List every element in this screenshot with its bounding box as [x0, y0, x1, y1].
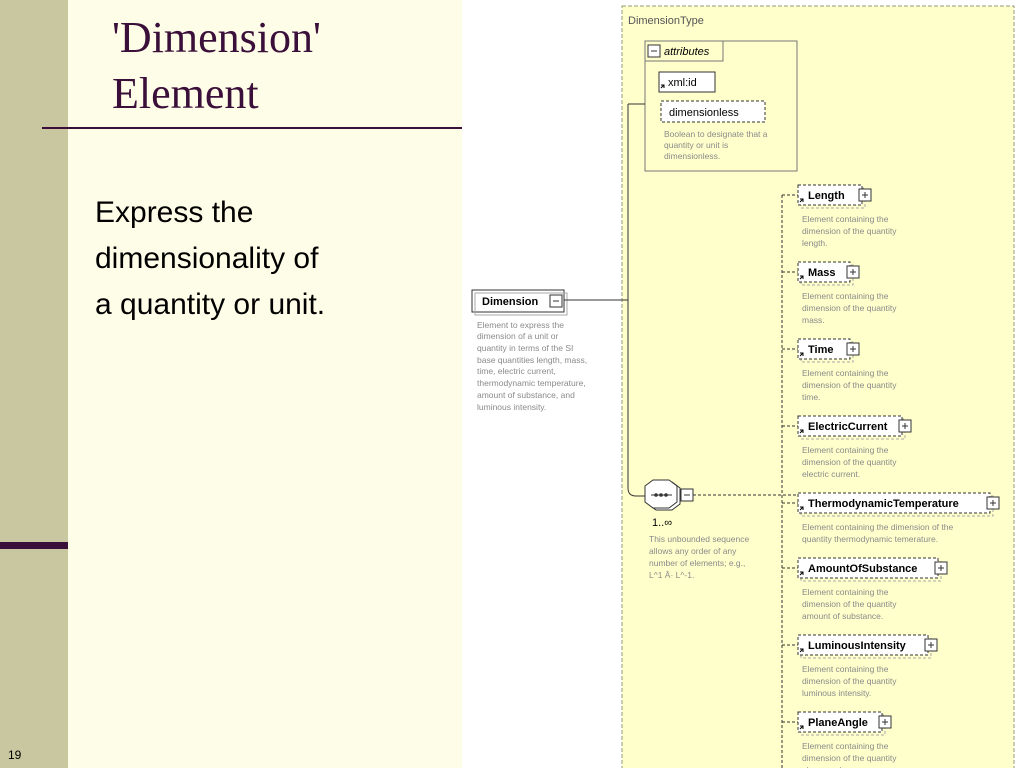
element-label-electriccurrent: ElectricCurrent [808, 421, 888, 433]
dimension-element-shadow [474, 292, 568, 316]
xml-id-label: xml:id [668, 77, 697, 89]
ref-icon-time [799, 352, 804, 357]
expand-plus-length [862, 192, 868, 198]
body-line-2: dimensionality of [95, 242, 319, 275]
element-label-planeangle: PlaneAngle [808, 717, 868, 729]
ref-icon-thermodynamictemperature [799, 506, 804, 511]
dimension-desc-8: luminous intensity. [477, 402, 546, 412]
dimension-desc-2: dimension of a unit or [477, 331, 558, 341]
title-line-2: Element [112, 69, 259, 118]
root-branch-line [627, 104, 645, 497]
sequence-dot-1 [654, 493, 658, 497]
expand-plus-luminousintensity [928, 642, 934, 648]
expand-plus-thermodynamictemperature [990, 500, 996, 506]
element-length[interactable] [797, 184, 863, 206]
ref-icon-planeangle [799, 725, 804, 730]
element-label-thermodynamictemperature: ThermodynamicTemperature [808, 498, 959, 510]
element-desc-planeangle-1: Element containing the [802, 741, 889, 751]
body-line-3: a quantity or unit. [95, 288, 326, 321]
dimension-desc-1: Element to express the [477, 320, 564, 330]
element-desc-mass-3: mass. [802, 315, 825, 325]
element-desc-length-3: length. [802, 238, 828, 248]
xml-id-attribute[interactable] [658, 71, 716, 93]
element-desc-mass-2: dimension of the quantity [802, 303, 897, 313]
element-desc-planeangle-2: dimension of the quantity [802, 753, 897, 763]
element-electriccurrent[interactable] [797, 415, 903, 437]
element-desc-mass-1: Element containing the [802, 291, 889, 301]
dimension-type-label: DimensionType [628, 15, 704, 27]
dimension-desc-5: time, electric current, [477, 366, 556, 376]
element-label-length: Length [808, 190, 845, 202]
title-underline [42, 127, 464, 129]
element-label-mass: Mass [808, 267, 836, 279]
element-desc-luminousintensity-2: dimension of the quantity [802, 676, 897, 686]
sequence-desc-2: allows any order of any [649, 546, 737, 556]
element-desc-length-2: dimension of the quantity [802, 226, 897, 236]
expand-plus-amountofsubstance [938, 565, 944, 571]
sequence-desc-3: number of elements; e.g., [649, 558, 745, 568]
dimension-desc-4: base quantities length, mass, [477, 355, 587, 365]
element-planeangle[interactable] [797, 711, 883, 733]
sequence-dot-3 [664, 493, 668, 497]
element-desc-length-1: Element containing the [802, 214, 889, 224]
dimensionless-label: dimensionless [669, 107, 739, 119]
element-desc-planeangle-3: plane angle. [802, 765, 848, 768]
xml-id-ref-icon [660, 84, 665, 89]
title-line-1: 'Dimension' [112, 13, 321, 62]
dimensionless-desc-3: dimensionless. [664, 151, 720, 161]
sidebar-accent-bar [0, 542, 68, 549]
slide-body-text: Express the dimensionality of a quantity… [95, 190, 435, 328]
dimension-desc-3: quantity in terms of the SI [477, 343, 573, 353]
page-number: 19 [8, 748, 22, 762]
element-desc-thermodynamictemperature-2: quantity thermodynamic temerature. [802, 534, 938, 544]
dimension-element[interactable] [471, 289, 565, 313]
ref-icon-luminousintensity [799, 648, 804, 653]
dimensionless-desc-2: quantity or unit is [664, 140, 728, 150]
dimension-label: Dimension [482, 296, 539, 308]
element-desc-luminousintensity-3: luminous intensity. [802, 688, 871, 698]
element-desc-time-3: time. [802, 392, 820, 402]
expand-plus-mass [850, 269, 856, 275]
ref-icon-electriccurrent [799, 429, 804, 434]
element-desc-luminousintensity-1: Element containing the [802, 664, 889, 674]
element-desc-amountofsubstance-3: amount of substance. [802, 611, 883, 621]
dimension-desc-6: thermodynamic temperature, [477, 378, 586, 388]
element-desc-time-1: Element containing the [802, 368, 889, 378]
ref-icon-mass [799, 275, 804, 280]
attributes-label: attributes [664, 46, 710, 58]
element-label-luminousintensity: LuminousIntensity [808, 640, 907, 652]
sequence-desc-4: L^1 Â· L^-1. [649, 570, 694, 580]
element-label-amountofsubstance: AmountOfSubstance [808, 563, 917, 575]
element-desc-electriccurrent-2: dimension of the quantity [802, 457, 897, 467]
dimension-desc-7: amount of substance, and [477, 390, 575, 400]
element-desc-electriccurrent-1: Element containing the [802, 445, 889, 455]
element-desc-electriccurrent-3: electric current. [802, 469, 860, 479]
schema-diagram: DimensionType attributes xml:id dimensio… [471, 5, 1015, 768]
expand-plus-electriccurrent [902, 423, 908, 429]
element-desc-time-2: dimension of the quantity [802, 380, 897, 390]
element-desc-thermodynamictemperature-1: Element containing the dimension of the [802, 522, 953, 532]
ref-icon-amountofsubstance [799, 571, 804, 576]
attributes-tab [644, 40, 724, 62]
slide-title: 'Dimension' Element [112, 10, 462, 122]
sequence-desc-1: This unbounded sequence [649, 534, 749, 544]
body-line-1: Express the [95, 196, 254, 229]
dimensionless-attribute[interactable] [660, 100, 766, 123]
element-desc-amountofsubstance-1: Element containing the [802, 587, 889, 597]
expand-plus-time [850, 346, 856, 352]
expand-plus-planeangle [882, 719, 888, 725]
sequence-dot-2 [659, 493, 663, 497]
slide-sidebar [0, 0, 68, 768]
element-label-time: Time [808, 344, 833, 356]
schema-diagram-panel: DimensionType attributes xml:id dimensio… [462, 0, 1024, 768]
ref-icon-length [799, 198, 804, 203]
element-desc-amountofsubstance-2: dimension of the quantity [802, 599, 897, 609]
dimensionless-desc-1: Boolean to designate that a [664, 129, 768, 139]
sequence-cardinality: 1..∞ [652, 517, 672, 529]
